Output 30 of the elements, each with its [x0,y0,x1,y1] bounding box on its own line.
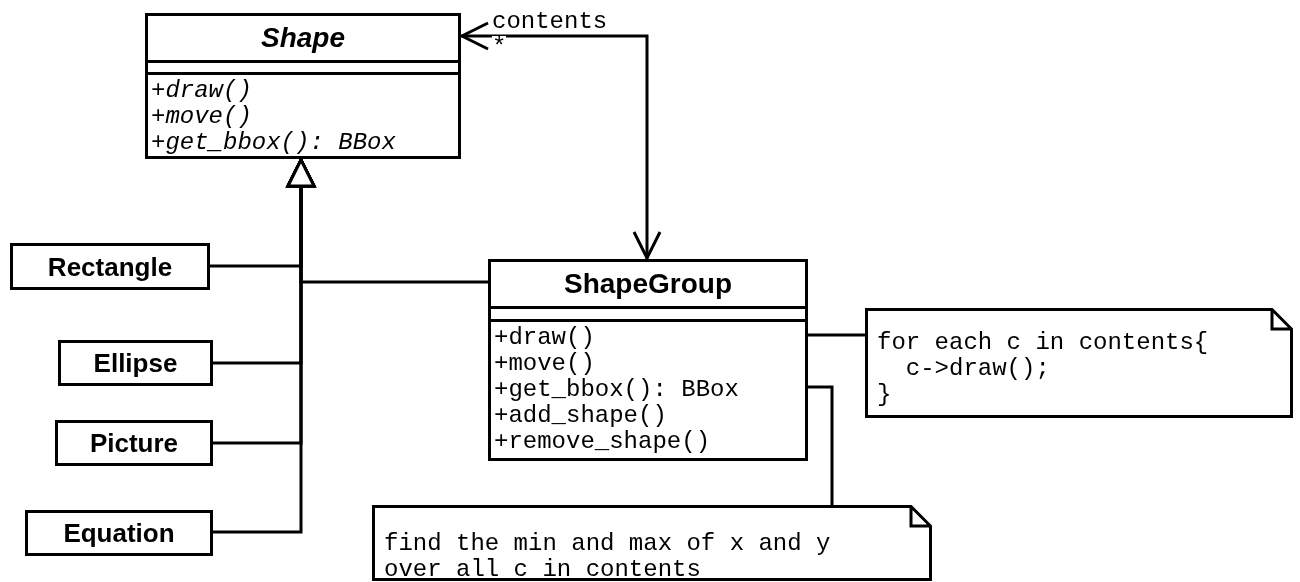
method-text: +get_bbox(): BBox [151,130,396,156]
association-arrow [460,21,662,260]
class-name: Rectangle [46,250,174,284]
class-name: Ellipse [92,347,179,380]
connector-line [808,333,865,337]
note-text: c->draw(); [905,356,1050,382]
class-name: ShapeGroup [563,267,733,301]
class-box [58,340,213,386]
method-text: +remove_shape() [494,429,711,455]
generalization-arrow [286,158,488,284]
connector-line [808,385,834,505]
note-text: } [877,382,892,408]
method-text: +get_bbox(): BBox [494,377,739,403]
method-text: +draw() [494,325,595,351]
class-name: Picture [88,427,180,460]
class-box [55,420,213,466]
note [372,505,932,581]
note-text: find the min and max of x and y over all c in contents [384,531,832,582]
method-text: +move() [151,104,252,130]
class-box [10,243,210,290]
method-text: +draw() [151,78,252,104]
method-text: +move() [494,351,595,377]
method-text: +add_shape() [494,403,667,429]
class-name: Equation [62,517,176,550]
class-name: Shape [260,20,346,55]
class-box [145,13,461,159]
class-box [25,510,213,556]
note [865,308,1293,418]
class-box [488,259,808,461]
note-text: for each c in contents{ [877,330,1209,356]
